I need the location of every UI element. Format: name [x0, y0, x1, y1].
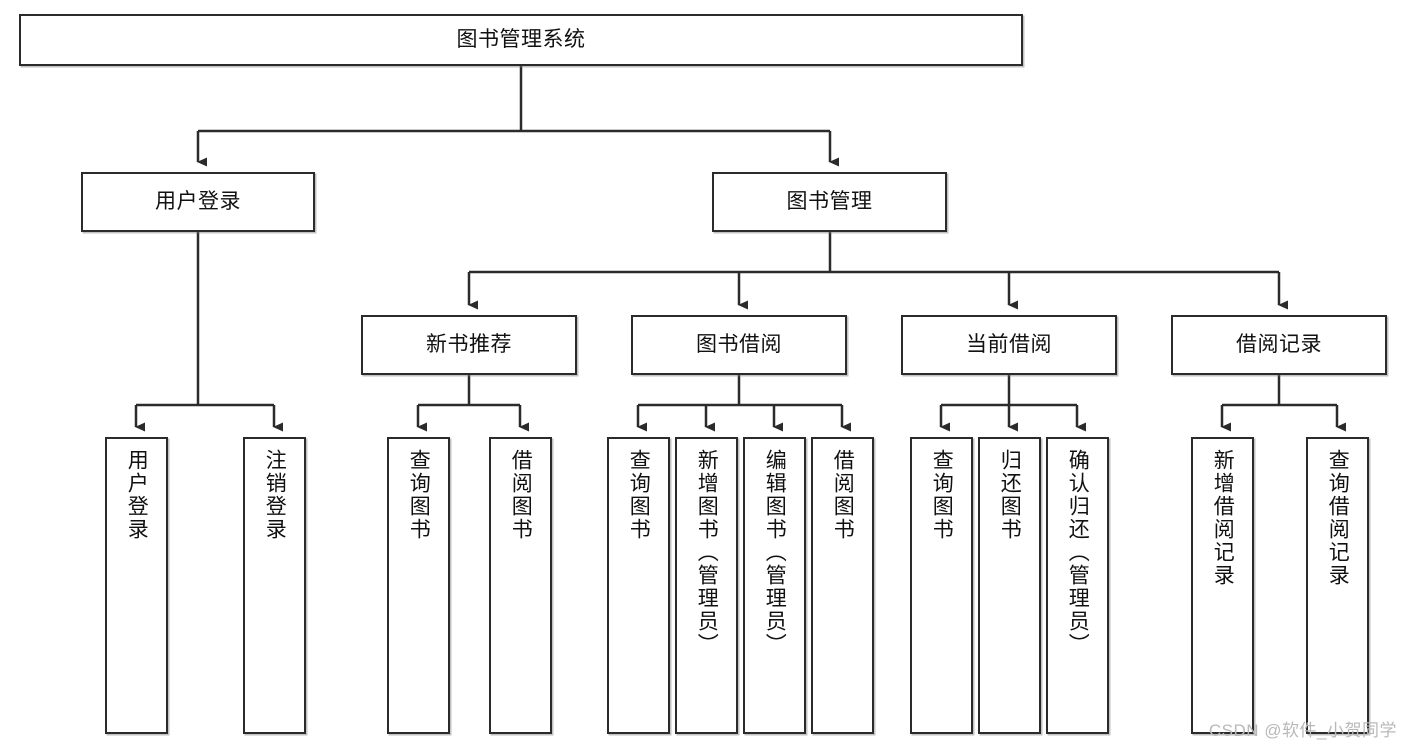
node-label: 借阅图书: [831, 449, 855, 541]
node-label: 借阅图书: [509, 449, 533, 541]
node-label: 新书推荐: [426, 332, 512, 356]
node-root-system[interactable]: 图书管理系统: [19, 14, 1023, 66]
leaf-return-book[interactable]: 归还图书: [978, 437, 1041, 734]
node-label: 新增借阅记录: [1211, 449, 1235, 587]
leaf-borrow-book-new[interactable]: 借阅图书: [489, 437, 552, 734]
node-label: 用户登录: [155, 189, 241, 213]
leaf-query-book-borrow[interactable]: 查询图书: [607, 437, 670, 734]
node-label: 编辑图书（管理员）: [763, 449, 787, 656]
node-label: 归还图书: [998, 449, 1022, 541]
node-label: 注销登录: [263, 449, 287, 541]
leaf-query-book-current[interactable]: 查询图书: [910, 437, 973, 734]
node-borrow-record[interactable]: 借阅记录: [1171, 315, 1387, 375]
leaf-confirm-return-admin[interactable]: 确认归还（管理员）: [1046, 437, 1109, 734]
node-label: 用户登录: [125, 449, 149, 541]
csdn-watermark: CSDN @软件_小贺同学: [1208, 721, 1397, 740]
leaf-edit-book-admin[interactable]: 编辑图书（管理员）: [743, 437, 806, 734]
node-label: 当前借阅: [966, 332, 1052, 356]
leaf-query-borrow-record[interactable]: 查询借阅记录: [1306, 437, 1369, 734]
node-book-borrow[interactable]: 图书借阅: [631, 315, 847, 375]
leaf-user-login[interactable]: 用户登录: [105, 437, 168, 734]
leaf-add-borrow-record[interactable]: 新增借阅记录: [1191, 437, 1254, 734]
leaf-logout[interactable]: 注销登录: [243, 437, 306, 734]
leaf-query-book-new[interactable]: 查询图书: [387, 437, 450, 734]
leaf-borrow-book[interactable]: 借阅图书: [811, 437, 874, 734]
node-label: 查询图书: [407, 449, 431, 541]
node-label: 图书管理系统: [456, 27, 586, 51]
node-label: 查询图书: [930, 449, 954, 541]
node-label: 借阅记录: [1236, 332, 1322, 356]
node-book-management[interactable]: 图书管理: [712, 172, 947, 232]
node-label: 图书借阅: [696, 332, 782, 356]
node-label: 确认归还（管理员）: [1066, 449, 1090, 656]
node-label: 查询借阅记录: [1326, 449, 1350, 587]
node-current-borrow[interactable]: 当前借阅: [901, 315, 1117, 375]
node-label: 查询图书: [627, 449, 651, 541]
node-user-login[interactable]: 用户登录: [81, 172, 315, 232]
leaf-add-book-admin[interactable]: 新增图书（管理员）: [675, 437, 738, 734]
node-label: 图书管理: [786, 189, 873, 213]
node-label: 新增图书（管理员）: [695, 449, 719, 656]
node-new-book-recommend[interactable]: 新书推荐: [361, 315, 577, 375]
